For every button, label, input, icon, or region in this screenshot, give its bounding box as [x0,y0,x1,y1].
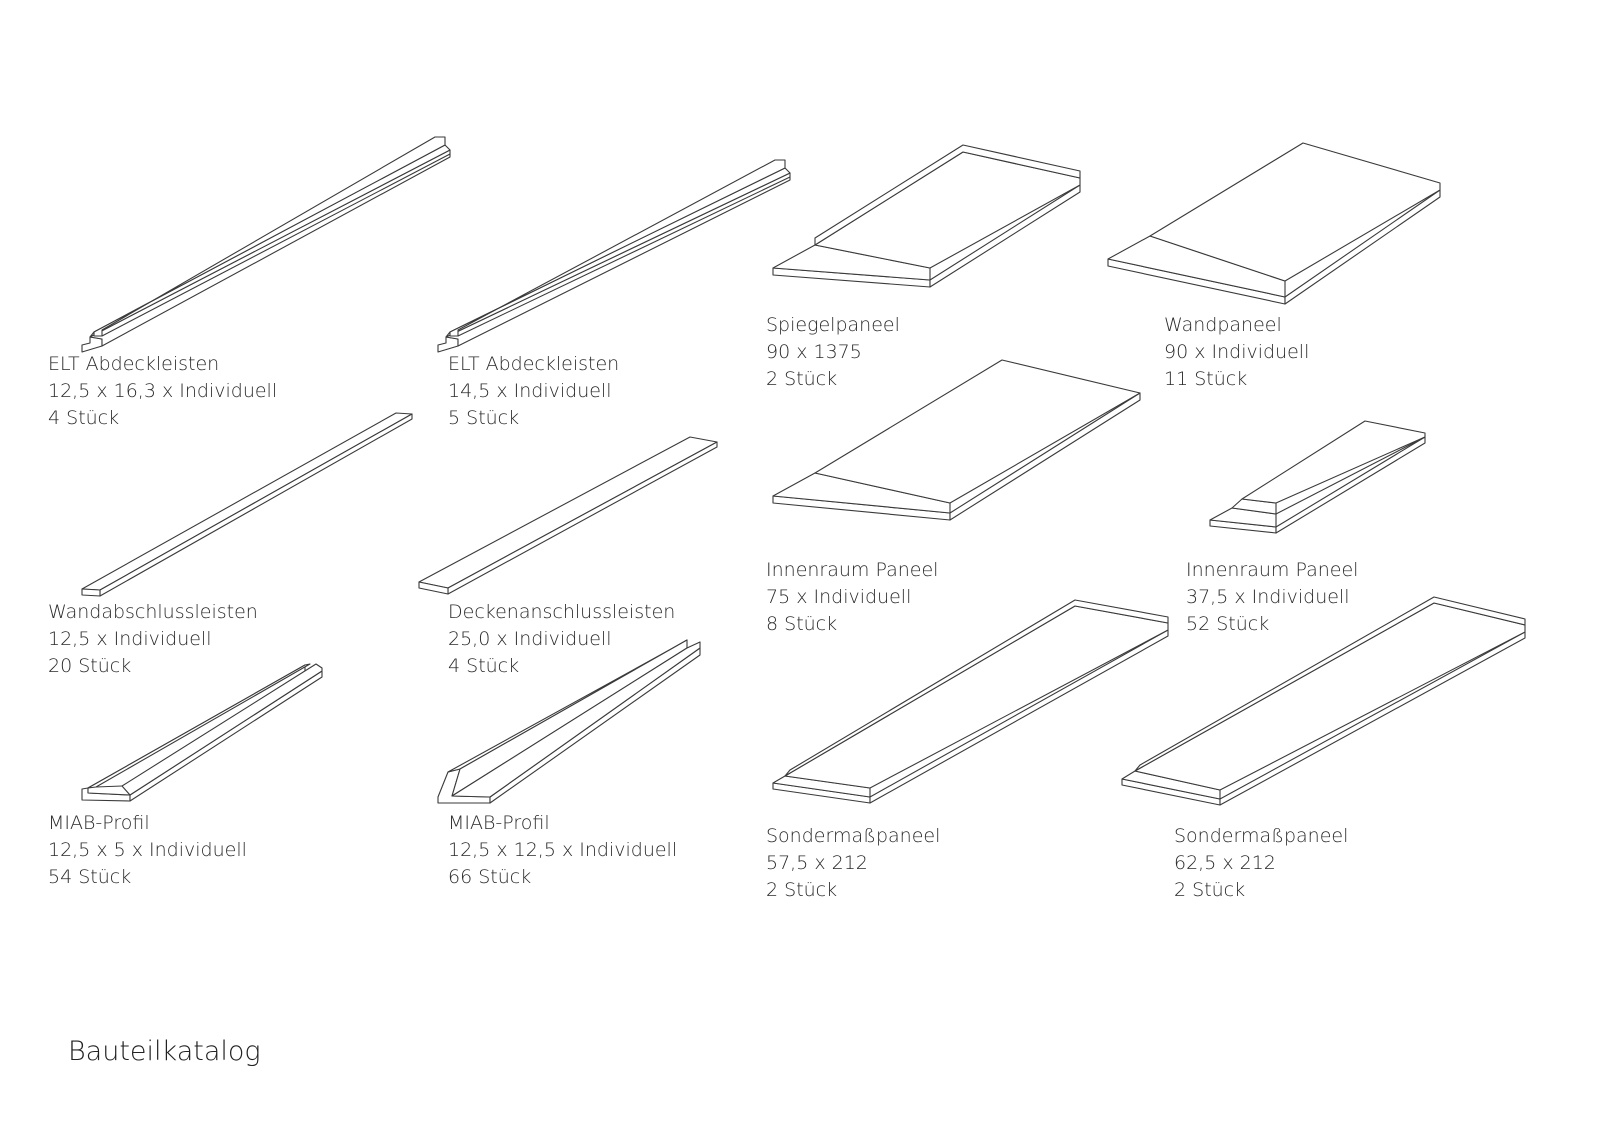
custom-panel-62-5-label: Sondermaßpaneel 62,5 x 212 2 Stück [1174,823,1348,904]
item-count: 54 Stück [48,866,132,888]
interior-panel-37-5-label: Innenraum Paneel 37,5 x Individuell 52 S… [1186,557,1358,638]
miab-profile-5-drawing [81,663,323,802]
item-count: 4 Stück [48,407,120,429]
wall-panel-drawing [1107,142,1441,305]
custom-panel-62-5-drawing [1121,596,1526,806]
item-count: 20 Stück [48,655,132,677]
interior-panel-75-label: Innenraum Paneel 75 x Individuell 8 Stüc… [766,557,938,638]
item-count: 8 Stück [766,613,838,635]
item-name: MIAB-Profil [48,812,150,834]
wall-end-strip-drawing [81,412,413,597]
item-name: Spiegelpaneel [766,314,900,336]
item-name: Sondermaßpaneel [766,825,941,847]
item-name: Deckenanschlussleisten [448,601,676,623]
elt-cover-strip-1-drawing [81,136,451,353]
ceiling-strip-label: Deckenanschlussleisten 25,0 x Individuel… [448,599,675,680]
item-dimensions: 12,5 x 12,5 x Individuell [448,839,678,861]
miab-profile-12-5-drawing [437,639,701,804]
item-dimensions: 62,5 x 212 [1174,852,1276,874]
miab-profile-5-label: MIAB-Profil 12,5 x 5 x Individuell 54 St… [48,810,247,891]
item-dimensions: 12,5 x Individuell [48,628,212,650]
item-dimensions: 37,5 x Individuell [1186,586,1350,608]
miab-profile-12-5-label: MIAB-Profil 12,5 x 12,5 x Individuell 66… [448,810,677,891]
item-count: 2 Stück [766,879,838,901]
item-dimensions: 90 x Individuell [1164,341,1310,363]
item-name: Sondermaßpaneel [1174,825,1349,847]
mirror-panel-drawing [772,144,1081,288]
item-name: Wandabschlussleisten [48,601,258,623]
item-dimensions: 14,5 x Individuell [448,380,612,402]
custom-panel-57-5-drawing [772,599,1169,804]
interior-panel-75-drawing [772,359,1141,521]
item-name: Wandpaneel [1164,314,1282,336]
item-name: Innenraum Paneel [766,559,939,581]
item-name: ELT Abdeckleisten [448,353,620,375]
item-dimensions: 75 x Individuell [766,586,912,608]
wall-end-strip-label: Wandabschlussleisten 12,5 x Individuell … [48,599,258,680]
item-count: 4 Stück [448,655,520,677]
elt-cover-strip-2-drawing [437,159,791,353]
item-dimensions: 25,0 x Individuell [448,628,612,650]
item-name: Innenraum Paneel [1186,559,1359,581]
item-count: 66 Stück [448,866,532,888]
item-dimensions: 12,5 x 5 x Individuell [48,839,247,861]
item-count: 2 Stück [1174,879,1246,901]
elt-cover-strip-1-label: ELT Abdeckleisten 12,5 x 16,3 x Individu… [48,351,277,432]
item-name: ELT Abdeckleisten [48,353,220,375]
item-count: 52 Stück [1186,613,1270,635]
item-dimensions: 90 x 1375 [766,341,862,363]
mirror-panel-label: Spiegelpaneel 90 x 1375 2 Stück [766,312,900,393]
wall-panel-label: Wandpaneel 90 x Individuell 11 Stück [1164,312,1309,393]
item-count: 2 Stück [766,368,838,390]
item-name: MIAB-Profil [448,812,550,834]
item-dimensions: 57,5 x 212 [766,852,868,874]
catalog-title: Bauteilkatalog [68,1036,261,1067]
item-count: 5 Stück [448,407,520,429]
interior-panel-37-5-drawing [1209,420,1426,534]
item-dimensions: 12,5 x 16,3 x Individuell [48,380,278,402]
ceiling-strip-drawing [418,436,718,595]
elt-cover-strip-2-label: ELT Abdeckleisten 14,5 x Individuell 5 S… [448,351,619,432]
item-count: 11 Stück [1164,368,1248,390]
custom-panel-57-5-label: Sondermaßpaneel 57,5 x 212 2 Stück [766,823,940,904]
